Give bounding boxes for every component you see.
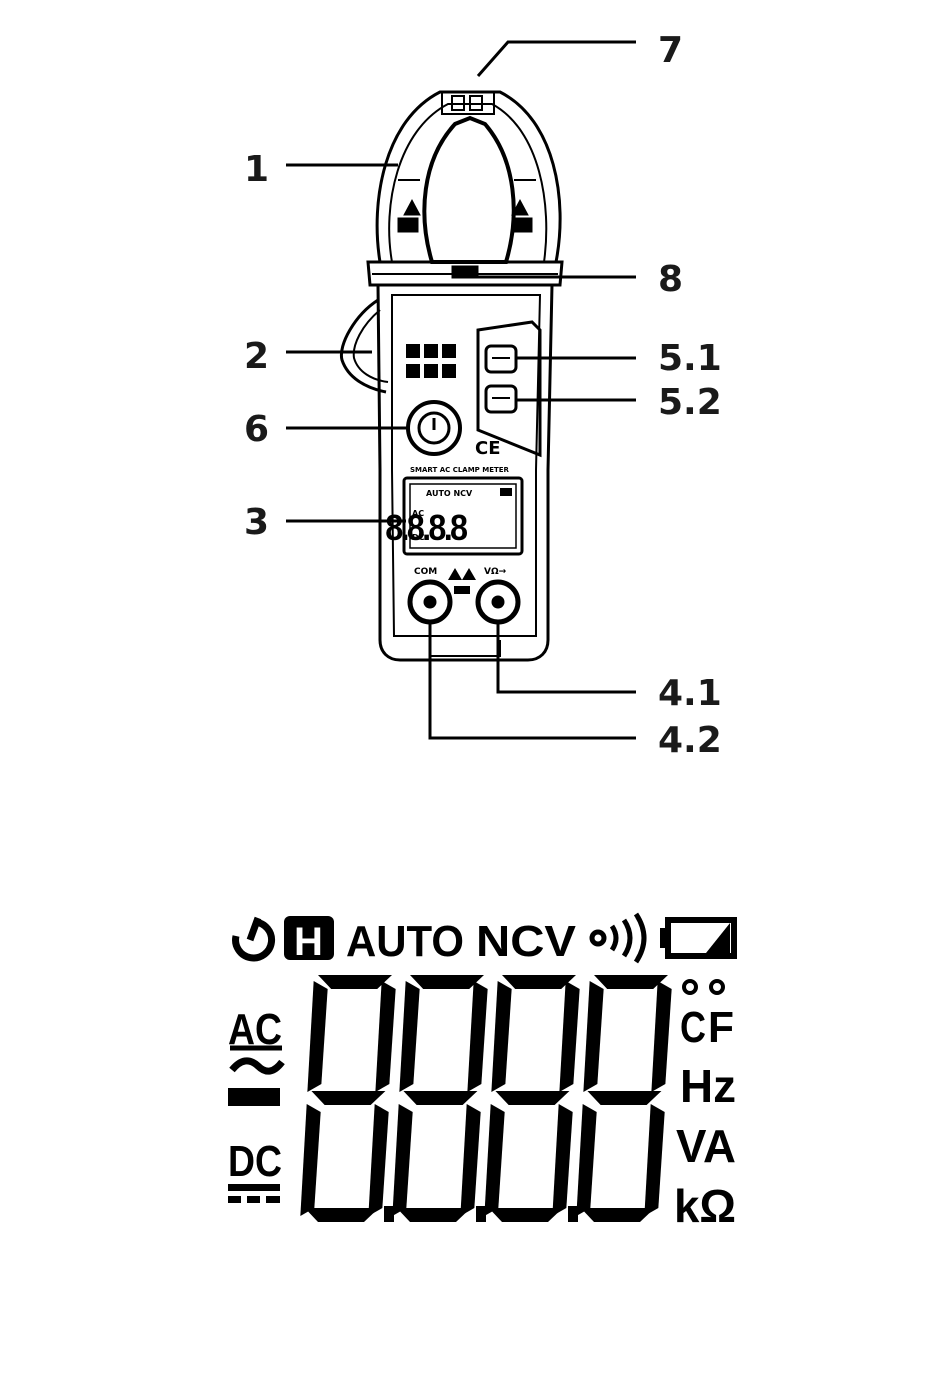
lcd-kohm: kΩ — [674, 1180, 736, 1232]
digit-3-segment-g — [495, 1091, 569, 1105]
buzzer-icon — [592, 914, 644, 962]
digit-1-segment-f — [307, 981, 327, 1092]
leader-7 — [478, 42, 636, 76]
digit-3-segment-f — [491, 981, 511, 1092]
model-text: SMART AC CLAMP METER — [410, 466, 510, 474]
digit-3-segment-a — [502, 975, 576, 989]
digit-1-segment-c — [368, 1104, 388, 1216]
callout-3: 3 — [244, 502, 269, 543]
digit-1-segment-d — [305, 1208, 379, 1222]
callout-4-2: 4.2 — [658, 720, 722, 761]
hold-icon: H — [284, 916, 334, 964]
ac-wave-icon — [232, 1061, 282, 1071]
digit-2-segment-f — [399, 981, 419, 1092]
indicator-grid — [406, 344, 456, 378]
jack-warning-icons — [448, 568, 476, 594]
lcd-dc: DC — [228, 1137, 282, 1186]
lcd-segment-layout: H AUTO NCV AC DC — [228, 914, 736, 1232]
digit-3-segment-c — [552, 1104, 572, 1216]
digit-1-segment-g — [311, 1091, 385, 1105]
callout-4-1: 4.1 — [658, 673, 722, 714]
ce-mark: CE — [475, 438, 501, 459]
lcd-digits — [300, 975, 671, 1222]
dc-line-icon — [228, 1184, 280, 1191]
digit-4-segment-d — [581, 1208, 655, 1222]
leader-4-1 — [498, 620, 636, 692]
digit-3-segment-e — [484, 1104, 504, 1216]
jack-label-com: COM — [414, 567, 437, 577]
callout-5-2: 5.2 — [658, 382, 722, 423]
digit-4-segment-b — [651, 981, 671, 1092]
svg-text:AUTO NCV: AUTO NCV — [426, 489, 473, 498]
clamp-opening — [424, 118, 513, 262]
digit-2-segment-g — [403, 1091, 477, 1105]
callout-2: 2 — [244, 336, 269, 377]
callout-6: 6 — [244, 409, 269, 450]
lcd-va: VA — [676, 1120, 736, 1172]
digit-4-segment-e — [576, 1104, 596, 1216]
digit-2-segment-c — [460, 1104, 480, 1216]
device-lcd: AUTO NCV AC DC 8.8.8.8 — [385, 478, 522, 554]
digit-4-segment-f — [583, 981, 603, 1092]
svg-text:8.8.8.8: 8.8.8.8 — [385, 508, 467, 548]
minus-sign — [228, 1088, 280, 1106]
battery-icon — [660, 920, 734, 956]
callout-1: 1 — [244, 149, 269, 190]
callout-8: 8 — [658, 259, 683, 300]
digit-3-segment-d — [489, 1208, 563, 1222]
digit-2-segment-d — [397, 1208, 471, 1222]
jack-label-volt: VΩ→ — [484, 567, 507, 577]
digit-4-segment-g — [587, 1091, 661, 1105]
lcd-degree-f: F — [708, 1003, 734, 1052]
auto-off-icon — [236, 918, 272, 958]
lcd-degree-c: C — [680, 1003, 706, 1052]
leader-4-2 — [430, 620, 636, 738]
digit-1-segment-e — [300, 1104, 320, 1216]
degree-icons — [684, 981, 723, 993]
callout-7: 7 — [658, 30, 683, 71]
digit-1-segment-a — [318, 975, 392, 989]
svg-text:H: H — [294, 920, 323, 964]
digit-2-segment-b — [467, 981, 487, 1092]
lcd-ncv: NCV — [476, 917, 577, 966]
digit-4-segment-a — [594, 975, 668, 989]
digit-2-segment-a — [410, 975, 484, 989]
digit-3-segment-b — [559, 981, 579, 1092]
digit-2-segment-e — [392, 1104, 412, 1216]
digit-1-segment-b — [375, 981, 395, 1092]
lcd-auto: AUTO — [346, 917, 464, 966]
callout-5-1: 5.1 — [658, 338, 722, 379]
digit-4-segment-c — [644, 1104, 664, 1216]
lcd-hz: Hz — [680, 1060, 736, 1112]
